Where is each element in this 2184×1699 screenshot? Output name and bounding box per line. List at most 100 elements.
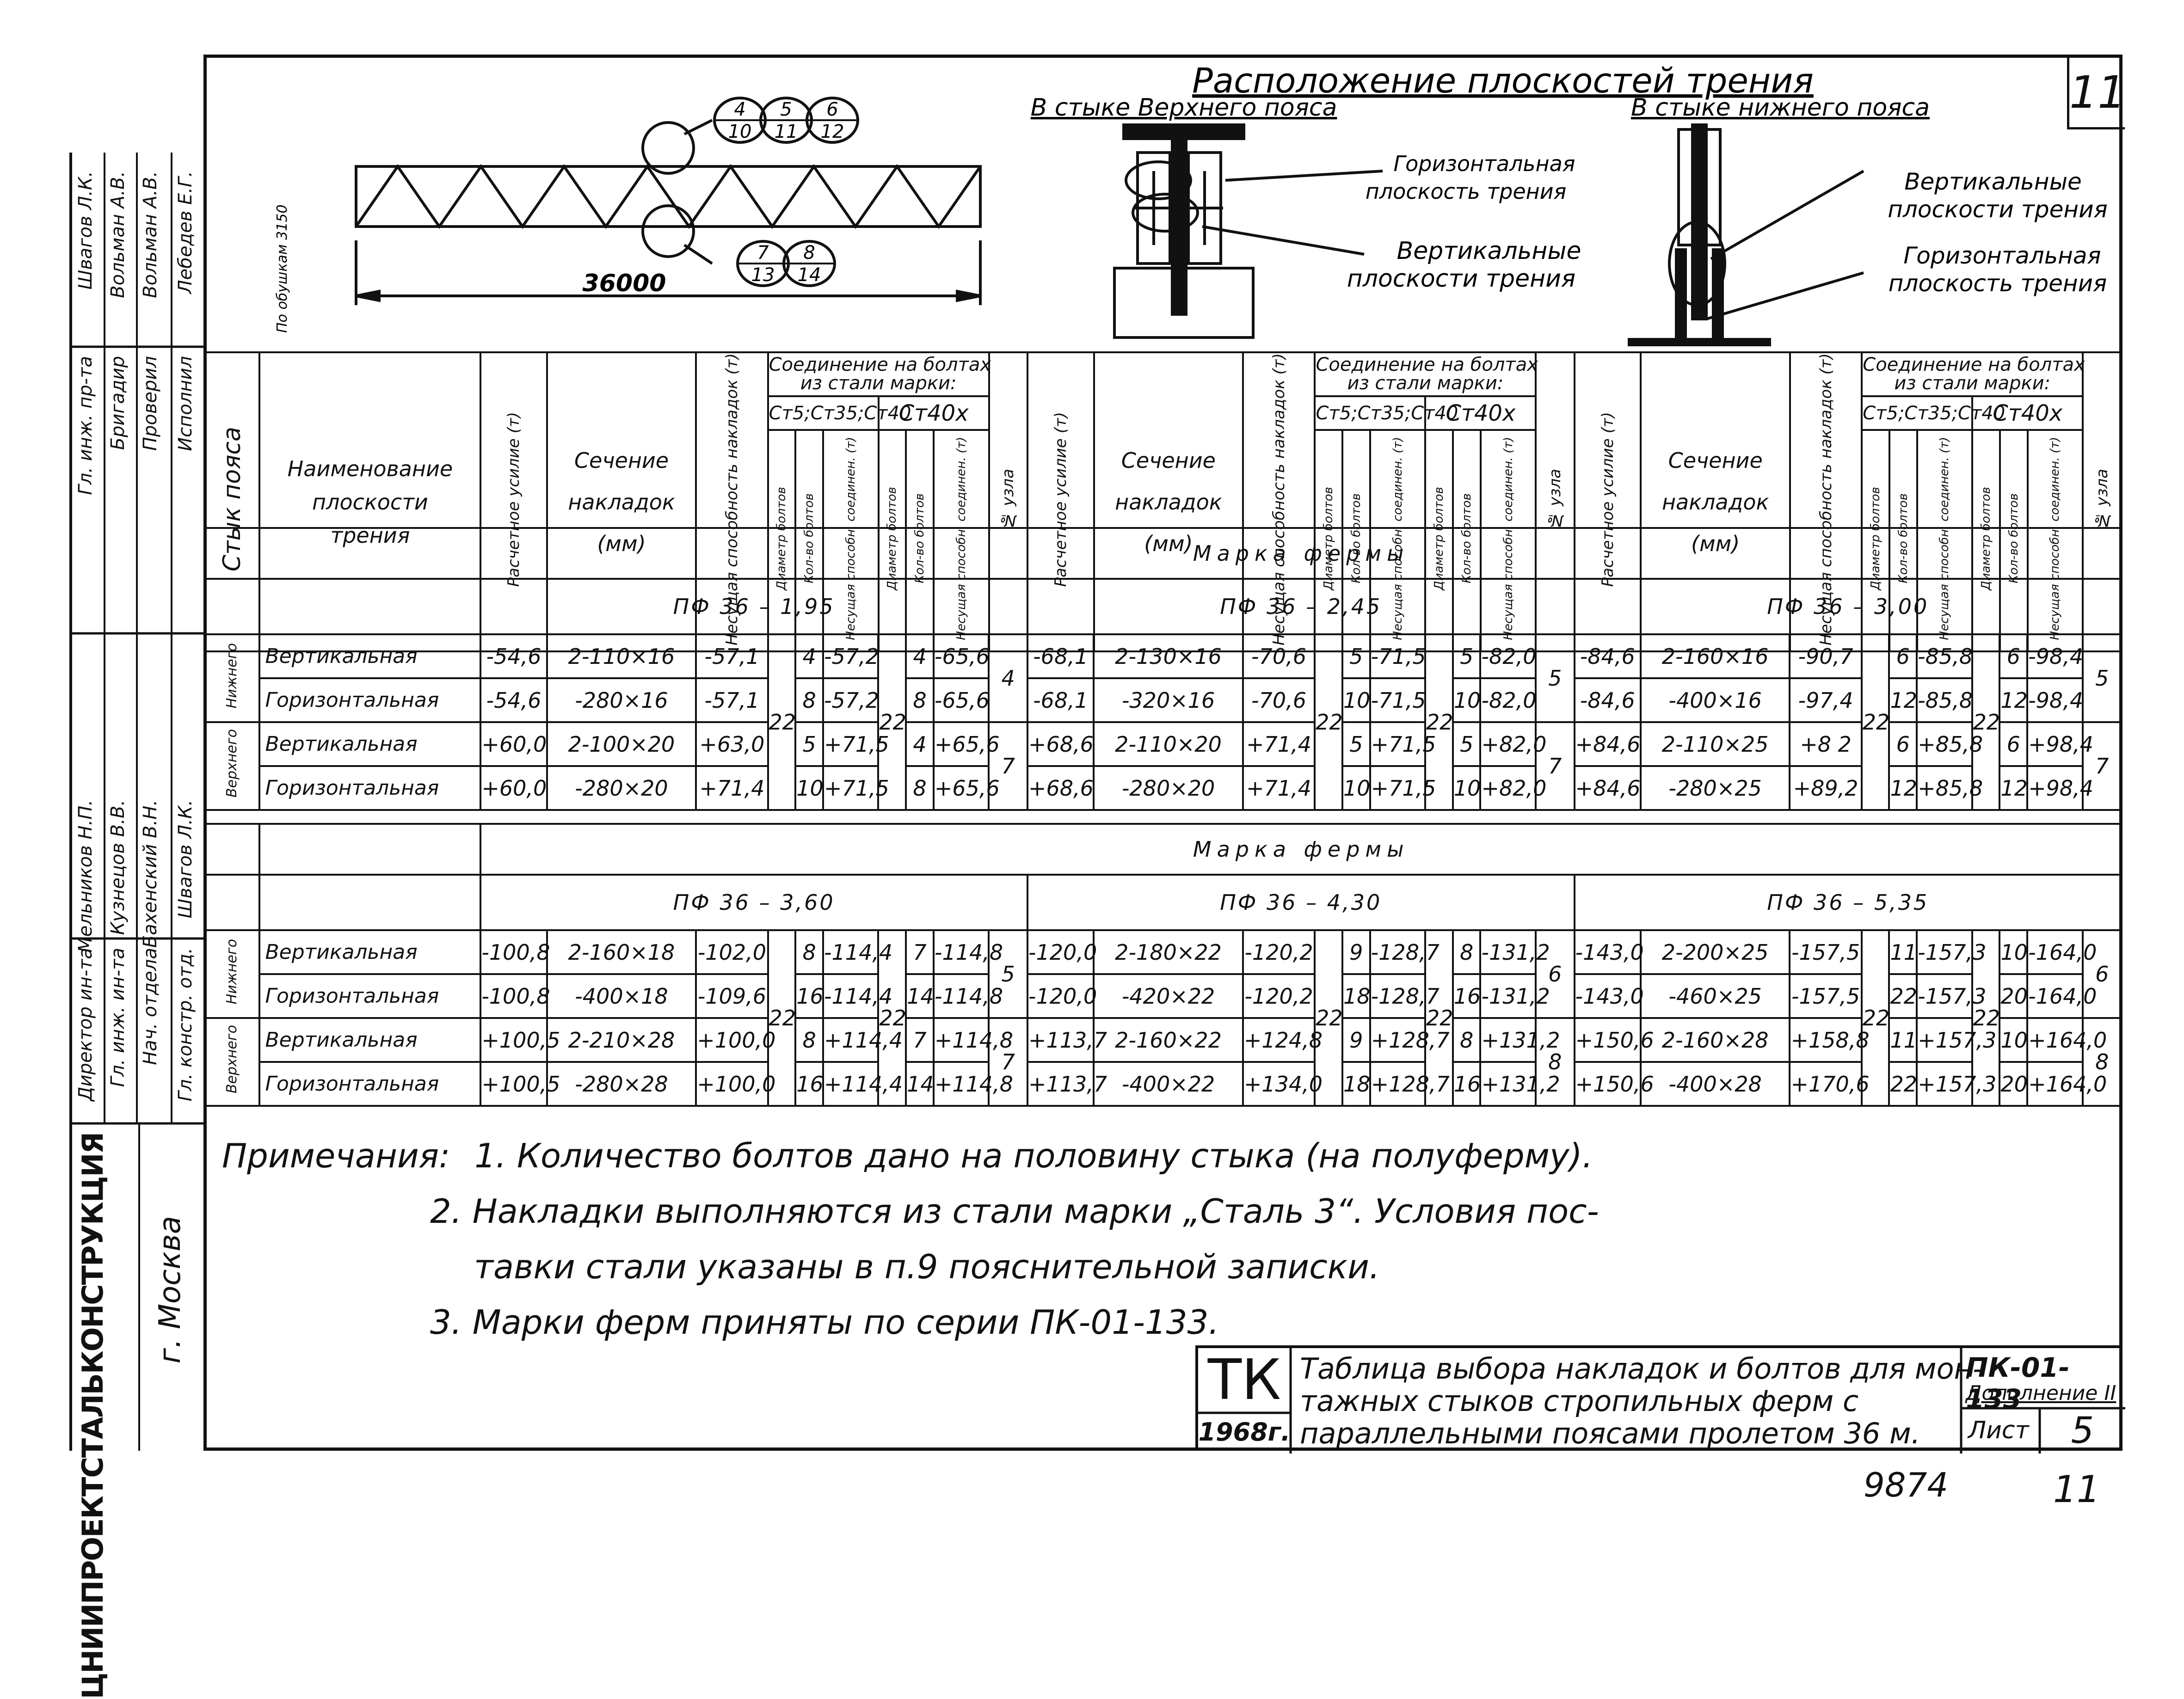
conn-capacity-b: +82,0 — [1479, 765, 1546, 811]
title-block-grid — [1198, 1348, 2125, 1454]
conn-capacity-a: +71,5 — [1369, 721, 1436, 767]
conn-capacity-b: -82,0 — [1479, 677, 1537, 723]
joint-bottom: Нижнего — [223, 643, 240, 709]
plate-capacity: +134,0 — [1242, 1061, 1323, 1107]
plate-section: -280×20 — [1093, 765, 1244, 811]
plate-capacity: +8 2 — [1789, 721, 1863, 767]
bolt-count-a: 5 — [1341, 633, 1371, 679]
stamp-name: Швагов Л.К. — [75, 171, 96, 290]
bolt-diameter-a: 22 — [1860, 633, 1890, 811]
tb-supplement: Дополнение II — [1966, 1381, 2116, 1405]
conn-capacity-a: +157,3 — [1916, 1061, 1996, 1107]
bolt-count-b: 16 — [1452, 1061, 1482, 1107]
bolt-diameter-b: 22 — [877, 929, 907, 1107]
col-connection-1: Соединение на болтах — [769, 354, 991, 376]
plate-capacity: +170,6 — [1789, 1061, 1870, 1107]
truss-mark: ПФ 36 – 4,30 — [1026, 874, 1575, 931]
bolt-count-b: 10 — [1999, 929, 2029, 975]
bolt-count-a: 22 — [1888, 1061, 1918, 1107]
bolt-diameter-a: 22 — [1314, 633, 1343, 811]
design-force: +100,5 — [480, 1017, 560, 1063]
callout: 11 — [775, 121, 798, 142]
plate-section: 2-110×16 — [546, 633, 697, 679]
bolt-count-a: 8 — [794, 1017, 824, 1063]
plate-section: -400×28 — [1639, 1061, 1791, 1107]
bolt-count-b: 12 — [1999, 765, 2029, 811]
bolt-count-b: 14 — [905, 973, 935, 1019]
design-force: +84,6 — [1573, 765, 1642, 811]
truss-mark: ПФ 36 – 2,45 — [1026, 578, 1575, 635]
conn-capacity-b: -131,2 — [1479, 973, 1550, 1019]
stamp-name: Лебедев Е.Г. — [175, 171, 196, 294]
plate-section: -460×25 — [1639, 973, 1791, 1019]
bolt-count-a: 11 — [1888, 1017, 1918, 1063]
bolt-count-b: 4 — [905, 721, 935, 767]
truss-mark: ПФ 36 – 5,35 — [1573, 874, 2123, 931]
design-force: +60,0 — [480, 721, 548, 767]
conn-capacity-b: +65,6 — [932, 765, 1000, 811]
plate-capacity: -97,4 — [1789, 677, 1863, 723]
bolt-count-a: 5 — [794, 721, 824, 767]
col-section-1: Сечение — [1121, 448, 1216, 473]
col-steel-b: Ст40х — [1424, 395, 1537, 431]
bolt-count-a: 6 — [1888, 633, 1918, 679]
footer-number: 9874 — [1864, 1466, 1949, 1504]
node-number: 4 — [988, 633, 1028, 723]
bolt-count-a: 11 — [1888, 929, 1918, 975]
bolt-count-a: 5 — [1341, 721, 1371, 767]
plate-capacity: -120,2 — [1242, 973, 1316, 1019]
top-chord-label: В стыке Верхнего пояса — [1031, 94, 1337, 122]
plate-section: -400×18 — [546, 973, 697, 1019]
plane-name: Вертикальная — [258, 929, 482, 975]
bolt-count-a: 9 — [1341, 1017, 1371, 1063]
conn-capacity-b: -82,0 — [1479, 633, 1537, 679]
joint-top: Верхнего — [223, 729, 240, 798]
conn-capacity-b: -114,8 — [932, 973, 1003, 1019]
plate-section: -420×22 — [1093, 973, 1244, 1019]
design-force: +68,6 — [1026, 765, 1095, 811]
bolt-count-a: 16 — [794, 1061, 824, 1107]
design-force: -68,1 — [1026, 677, 1095, 723]
conn-capacity-a: +85,8 — [1916, 765, 1983, 811]
node-number: 7 — [2081, 721, 2123, 811]
side-stamp: ЦНИИПРОЕКТСТАЛЬКОНСТРУКЦИЯ г. Москва Дир… — [69, 153, 206, 1699]
plate-capacity: +71,4 — [1242, 765, 1316, 811]
conn-capacity-a: -128,7 — [1369, 929, 1440, 975]
plate-section: -400×22 — [1093, 1061, 1244, 1107]
tb-title-3: параллельными поясами пролетом 36 м. — [1300, 1417, 1920, 1450]
callout: 13 — [751, 264, 775, 286]
bolt-count-b: 7 — [905, 929, 935, 975]
stamp-name: Вольман А.В. — [107, 171, 129, 298]
col-steel-a: Ст5;Ст35;Ст40 — [767, 395, 911, 431]
plate-capacity: +124,8 — [1242, 1017, 1323, 1063]
plate-section: -280×28 — [546, 1061, 697, 1107]
truss-mark: ПФ 36 – 3,60 — [480, 874, 1028, 931]
conn-capacity-a: -71,5 — [1369, 677, 1427, 723]
bolt-diameter-a: 22 — [1860, 929, 1890, 1107]
bolt-count-a: 10 — [794, 765, 824, 811]
conn-capacity-b: +131,2 — [1479, 1017, 1560, 1063]
plate-capacity: +100,0 — [695, 1061, 775, 1107]
plate-capacity: +100,0 — [695, 1017, 775, 1063]
conn-capacity-b: -98,4 — [2026, 677, 2084, 723]
tb-sheet-label: Лист — [1968, 1417, 2029, 1444]
bolt-count-b: 20 — [1999, 973, 2029, 1019]
plate-section: -280×25 — [1639, 765, 1791, 811]
bolt-count-b: 8 — [905, 677, 935, 723]
conn-capacity-a: +71,5 — [822, 765, 889, 811]
node-number: 7 — [988, 1017, 1028, 1107]
conn-capacity-b: -131,2 — [1479, 929, 1550, 975]
stamp-name: Бахенский В.Н. — [140, 800, 161, 948]
bolt-count-b: 20 — [1999, 1061, 2029, 1107]
note-1: 1. Количество болтов дано на половину ст… — [474, 1136, 1593, 1175]
notes-heading: Примечания: — [222, 1136, 450, 1175]
footer-sheet: 11 — [2053, 1468, 2100, 1511]
plate-capacity: -157,5 — [1789, 929, 1863, 975]
label-bottom-horizontal-1: Горизонтальная — [1903, 242, 2101, 269]
conn-capacity-a: -114,4 — [822, 973, 892, 1019]
plane-name: Вертикальная — [258, 1017, 482, 1063]
col-steel-a: Ст5;Ст35;Ст40 — [1314, 395, 1458, 431]
callout: 8 — [803, 242, 815, 264]
col-section-2: накладок — [1661, 489, 1769, 515]
stamp-role: Проверил — [140, 356, 161, 451]
